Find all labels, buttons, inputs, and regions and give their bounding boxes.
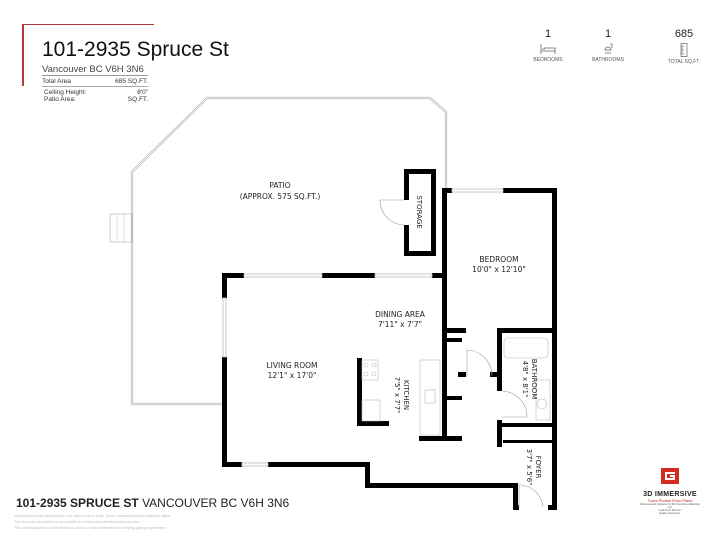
accent-line-vertical [22,24,24,86]
city-line: Vancouver BC V6H 3N6 [42,64,148,76]
logo-tagline: Tours Photos Floor Plans [647,498,693,503]
dining-dims: 7'11" x 7'7" [378,320,422,329]
ceiling-label: Ceiling Height: [44,89,87,96]
stat-label: BEDROOMS [533,57,563,63]
living-name: LIVING ROOM [266,361,317,370]
walls [222,169,557,510]
stat-value: 685 [674,28,694,40]
accent-line-horizontal [22,24,154,25]
ceiling-row: Ceiling Height: 8'0" [42,89,148,96]
footer-address-rest: VANCOUVER BC V6H 3N6 [138,496,290,510]
windows [222,188,504,467]
storage-name: STORAGE [415,195,423,228]
disclaimer-line: This communication is not intended to ca… [14,526,167,530]
patio-outline [130,96,448,406]
fixtures [361,337,551,436]
ruler-icon [680,43,688,57]
patio-dims: (APPROX. 575 SQ.FT.) [240,192,321,201]
bed-icon [540,44,556,54]
stat-bathrooms: 1 BATHROOMS [578,28,638,63]
total-area-label: Total Area [42,78,71,85]
patio-name: PATIO [269,181,290,190]
disclaimer-line: Measurements are approximate and may not… [14,514,171,518]
foyer-dims: 3'7" x 5'6" [525,449,533,486]
total-area-row: Total Area 685 SQ.FT. [42,78,148,87]
logo-credit: Professionally produced by 3D Immersive … [640,503,700,509]
kitchen-dims: 7'5" x 7'7" [393,377,401,414]
bathtub [503,337,549,359]
stat-bedrooms: 1 BEDROOMS [518,28,578,63]
patio-row: Patio Area: SQ.FT. [42,96,148,103]
logo-mark-icon [661,468,679,484]
footer-address-bold: 101-2935 SPRUCE ST [16,496,139,510]
logo-name: 3D IMMERSIVE [643,491,697,498]
bedroom-name: BEDROOM [479,255,518,264]
stat-value: 1 [544,28,552,40]
stat-total-sqft: 685 TOTAL SQ.FT. [654,28,714,65]
planner-label: Lead Floor Planner: [658,509,682,512]
kitchen-sink [424,389,436,404]
patio-value: SQ.FT. [127,96,148,103]
bathroom-name: BATHROOM [530,359,538,400]
doors [379,199,544,508]
ceiling-value: 8'0" [137,89,148,96]
total-area-value: 685 SQ.FT. [115,78,148,85]
bathroom-dims: 4'8" x 8'1" [521,361,529,398]
page-title: 101-2935 Spruce St [42,38,229,61]
footer-address: 101-2935 SPRUCE ST VANCOUVER BC V6H 3N6 [16,496,289,510]
stat-value: 1 [604,28,612,40]
patio-label: Patio Area: [44,96,76,103]
stat-label: TOTAL SQ.FT. [667,59,701,65]
bath-sink [536,398,548,410]
disclaimer-line: This floor plan illustration is not suit… [14,520,140,524]
foyer-name: FOYER [534,456,542,479]
dining-name: DINING AREA [375,310,426,319]
patio-steps [109,213,133,243]
quality-label: Quality Assurance: [659,512,681,515]
stove [361,359,379,381]
living-dims: 12'1" x 17'0" [268,371,317,380]
kitchen-name: KITCHEN [402,380,410,410]
brand-logo: 3D IMMERSIVE Tours Photos Floor Plans Pr… [640,468,700,515]
stat-label: BATHROOMS [592,57,624,63]
shower-icon [604,43,613,54]
bedroom-dims: 10'0" x 12'10" [472,265,526,274]
